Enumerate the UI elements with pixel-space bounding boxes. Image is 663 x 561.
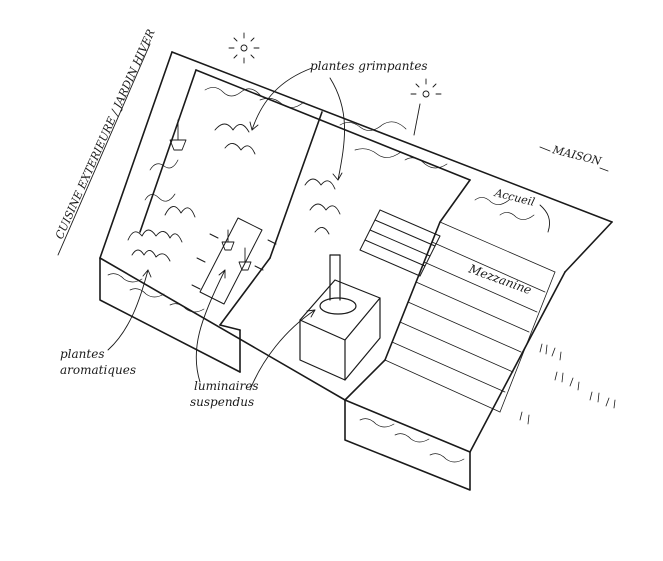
label-plantes-grimpantes: plantes grimpantes [310, 59, 428, 73]
label-luminaires-1: luminaires [194, 379, 259, 393]
kitchen-island [299, 254, 381, 381]
label-mezzanine: Mezzanine [466, 261, 533, 297]
label-maison: MAISON [550, 143, 603, 168]
label-luminaires-2: suspendus [190, 395, 254, 409]
stone-texture [107, 87, 535, 463]
label-plantes-aromatiques-1: plantes [60, 347, 104, 361]
mezzanine-floor [384, 221, 556, 413]
sun-icon [228, 32, 442, 136]
grass [519, 343, 616, 425]
dining-table [191, 217, 277, 305]
building-outline [99, 51, 613, 491]
annotation-leaders [57, 43, 609, 391]
pendant-lights [169, 119, 252, 271]
plants [127, 123, 341, 262]
label-plantes-aromatiques-2: aromatiques [60, 363, 136, 377]
staircase [359, 209, 441, 277]
label-cuisine-exterieure: CUISINE EXTERIEURE / JARDIN HIVER [53, 27, 158, 241]
